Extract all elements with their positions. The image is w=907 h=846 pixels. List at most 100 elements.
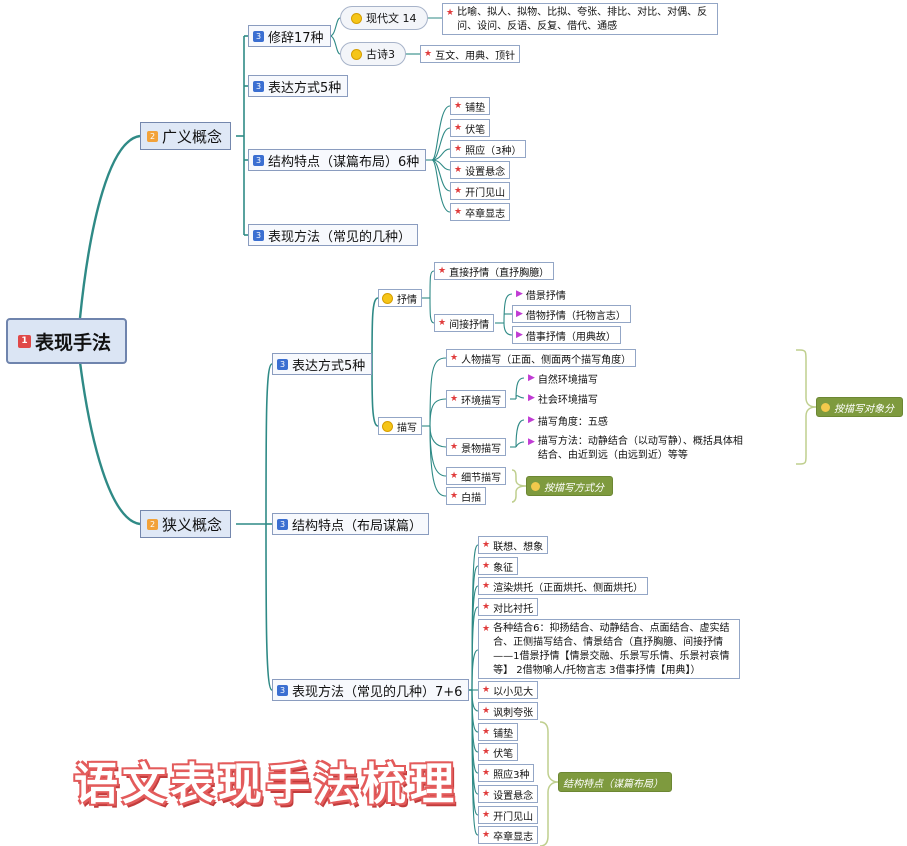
- detail-describe-node[interactable]: ★细节描写: [446, 467, 507, 485]
- by-object-tag[interactable]: 按描写对象分: [816, 397, 903, 417]
- method-item[interactable]: ★渲染烘托（正面烘托、侧面烘托）: [478, 577, 649, 595]
- direct-lyric-node[interactable]: ★直接抒情（直抒胸臆）: [434, 262, 555, 280]
- ancient-poetry-label: 古诗3: [366, 48, 395, 61]
- broad-structure-item[interactable]: ★卒章显志: [450, 203, 511, 221]
- narrow-concept-node[interactable]: 2 狭义概念: [140, 510, 232, 538]
- watermark-title: 语文表现手法梳理: [74, 759, 458, 810]
- structure-item[interactable]: ★设置悬念: [478, 785, 539, 803]
- flag-icon: ▶: [528, 373, 535, 383]
- broad-structure-item[interactable]: ★铺垫: [450, 97, 491, 115]
- star-icon: ★: [446, 8, 455, 18]
- method-item[interactable]: ★讽刺夸张: [478, 702, 539, 720]
- indirect-lyric-item[interactable]: ▶借事抒情（用典故）: [512, 326, 621, 344]
- broad-concept-label: 广义概念: [162, 127, 223, 146]
- item-label: 象征: [493, 562, 514, 574]
- ancient-rhetoric-items[interactable]: ★ 互文、用典、顶针: [420, 45, 521, 63]
- env-item[interactable]: ▶社会环境描写: [524, 389, 603, 407]
- bulb-icon: [382, 292, 393, 304]
- star-icon: ★: [424, 49, 433, 59]
- star-icon: ★: [454, 101, 463, 111]
- structure-item[interactable]: ★开门见山: [478, 806, 539, 824]
- structure-item[interactable]: ★照应3种: [478, 764, 535, 782]
- narrow-methods-node[interactable]: 3 表现方法（常见的几种）7+6: [272, 679, 470, 701]
- structure-item[interactable]: ★铺垫: [478, 723, 519, 741]
- structure-item[interactable]: ★伏笔: [478, 743, 519, 761]
- star-icon: ★: [482, 810, 491, 820]
- item-label: 铺垫: [493, 728, 514, 740]
- sketch-describe-node[interactable]: ★白描: [446, 487, 487, 505]
- item-label: 照应（3种）: [465, 145, 522, 157]
- modern-rhetoric-items[interactable]: ★ 比喻、拟人、拟物、比拟、夸张、排比、对比、对偶、反问、设问、反语、反复、借代…: [442, 3, 718, 35]
- structure-summary-tag[interactable]: 结构特点（谋篇布局）: [558, 772, 672, 792]
- broad-methods-node[interactable]: 3 表现方法（常见的几种）: [248, 224, 419, 246]
- broad-concept-node[interactable]: 2 广义概念: [140, 122, 232, 150]
- method-item[interactable]: ★对比衬托: [478, 598, 539, 616]
- structure-item[interactable]: ★卒章显志: [478, 826, 539, 844]
- indirect-lyric-node[interactable]: ★间接抒情: [434, 314, 495, 332]
- lyric-node[interactable]: 抒情: [378, 289, 422, 307]
- modern-text-label: 现代文 14: [366, 12, 417, 25]
- item-label: 描写角度：五感: [537, 416, 608, 428]
- ancient-poetry-cloud[interactable]: 古诗3: [340, 42, 406, 66]
- narrow-methods-label: 表现方法（常见的几种）7+6: [292, 684, 463, 700]
- broad-structure-item[interactable]: ★伏笔: [450, 119, 491, 137]
- item-label: 借景抒情: [525, 290, 566, 302]
- broad-expression-node[interactable]: 3 表达方式5种: [248, 75, 349, 97]
- narrow-structure-node[interactable]: 3 结构特点（布局谋篇）: [272, 513, 430, 535]
- tag-label: 按描写方式分: [544, 482, 604, 494]
- rhetoric-node[interactable]: 3 修辞17种: [248, 25, 331, 47]
- item-label: 环境描写: [461, 395, 502, 407]
- method-item[interactable]: ★象征: [478, 557, 519, 575]
- env-item[interactable]: ▶自然环境描写: [524, 369, 603, 387]
- level-badge: 3: [253, 229, 264, 241]
- indirect-lyric-item[interactable]: ▶借物抒情（托物言志）: [512, 305, 631, 323]
- lyric-label: 抒情: [397, 294, 417, 306]
- item-label: 伏笔: [465, 124, 486, 136]
- star-icon: ★: [482, 789, 491, 799]
- star-icon: ★: [450, 442, 459, 452]
- scene-describe-node[interactable]: ★景物描写: [446, 438, 507, 456]
- by-method-tag[interactable]: 按描写方式分: [526, 476, 613, 496]
- broad-structure-item[interactable]: ★照应（3种）: [450, 140, 527, 158]
- tag-label: 结构特点（谋篇布局）: [563, 778, 663, 790]
- item-label: 描写方法：动静结合（以动写静）、概括具体相结合、由近到远（由远到近）等等: [537, 436, 743, 461]
- method-item[interactable]: ★联想、想象: [478, 536, 549, 554]
- describe-node[interactable]: 描写: [378, 417, 422, 435]
- summary-icon: [531, 481, 540, 491]
- level-badge: 2: [147, 518, 158, 530]
- item-label: 直接抒情（直抒胸臆）: [449, 267, 550, 279]
- broad-structure-item[interactable]: ★设置悬念: [450, 161, 511, 179]
- broad-structure-item[interactable]: ★开门见山: [450, 182, 511, 200]
- broad-structure-node[interactable]: 3 结构特点（谋篇布局）6种: [248, 149, 427, 171]
- env-describe-node[interactable]: ★环境描写: [446, 390, 507, 408]
- item-label: 设置悬念: [493, 790, 534, 802]
- star-icon: ★: [450, 394, 459, 404]
- star-icon: ★: [482, 747, 491, 757]
- item-label: 讽刺夸张: [493, 707, 534, 719]
- item-label: 以小见大: [493, 686, 534, 698]
- method-item[interactable]: ★以小见大: [478, 681, 539, 699]
- level-badge: 3: [277, 684, 288, 696]
- star-icon: ★: [454, 186, 463, 196]
- indirect-lyric-item[interactable]: ▶借景抒情: [512, 285, 571, 303]
- level-badge: 3: [253, 30, 264, 42]
- star-icon: ★: [454, 123, 463, 133]
- level-badge: 3: [277, 518, 288, 530]
- item-label: 开门见山: [493, 811, 534, 823]
- scene-angle[interactable]: ▶描写角度：五感: [524, 411, 613, 429]
- scene-method[interactable]: ▶描写方法：动静结合（以动写静）、概括具体相结合、由近到远（由远到近）等等: [524, 432, 750, 464]
- combo-item[interactable]: ★各种结合6：抑扬结合、动静结合、点面结合、虚实结合、正侧描写结合、情景结合（直…: [478, 619, 740, 679]
- modern-rhetoric-text: 比喻、拟人、拟物、比拟、夸张、排比、对比、对偶、反问、设问、反语、反复、借代、通…: [457, 7, 708, 32]
- star-icon: ★: [454, 165, 463, 175]
- star-icon: ★: [482, 624, 491, 634]
- narrow-expression-node[interactable]: 3 表达方式5种: [272, 353, 373, 375]
- flag-icon: ▶: [528, 415, 535, 425]
- item-label: 景物描写: [461, 443, 502, 455]
- item-label: 自然环境描写: [537, 374, 598, 386]
- modern-text-cloud[interactable]: 现代文 14: [340, 6, 428, 30]
- item-label: 卒章显志: [465, 208, 506, 220]
- root-node[interactable]: 1 表现手法: [6, 318, 128, 364]
- broad-methods-label: 表现方法（常见的几种）: [268, 229, 412, 245]
- summary-icon: [821, 402, 830, 412]
- person-describe-node[interactable]: ★人物描写（正面、侧面两个描写角度）: [446, 349, 637, 367]
